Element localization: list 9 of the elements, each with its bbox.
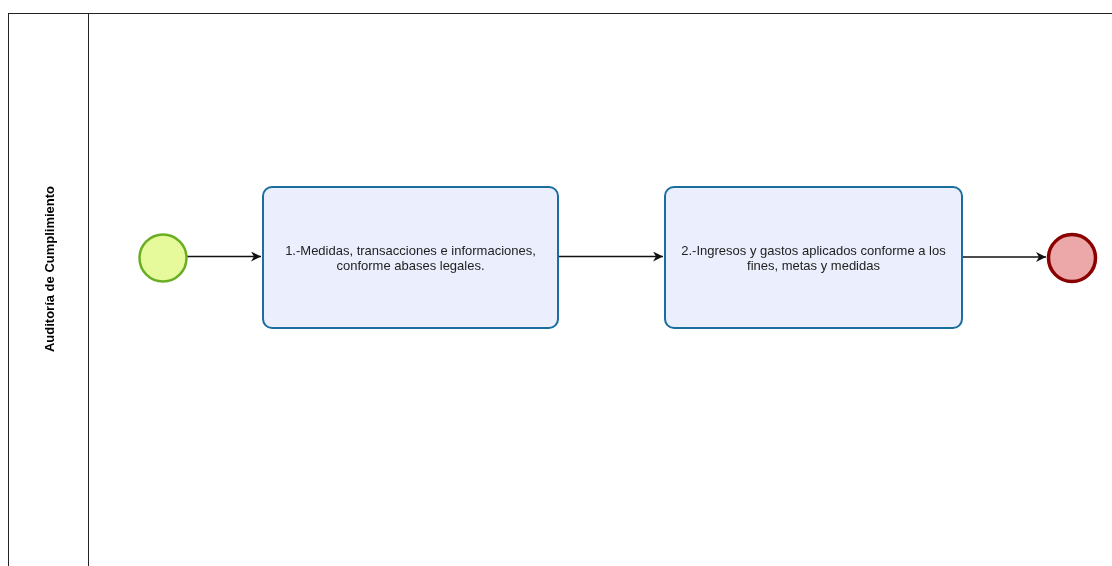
task-box: [262, 186, 559, 329]
sequence-arrow: [186, 251, 262, 262]
pool: [8, 13, 1112, 566]
pool-title: Auditoría de Cumplimiento: [41, 185, 57, 353]
task-text: 2.-Ingresos y gastos aplicados conforme a los fines, metas y medidas: [680, 242, 947, 273]
task-text: 1.-Medidas, transacciones e informaciones, conforme abases legales.: [284, 242, 537, 273]
sequence-arrow: [961, 252, 1047, 262]
task-box: [664, 186, 963, 329]
sequence-arrow: [557, 251, 664, 262]
